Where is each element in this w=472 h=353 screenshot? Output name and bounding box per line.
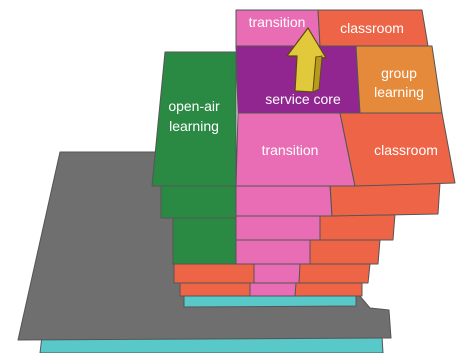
floor-strip-green-1	[172, 217, 237, 265]
label-transition-top: transition	[249, 14, 306, 30]
label-classroom-mid: classroom	[374, 142, 438, 158]
label-open-air-line2: learning	[169, 118, 219, 134]
floor-strip-red-5	[329, 182, 441, 217]
label-open-air-line1: open-air	[168, 98, 220, 114]
floor-strip-pink-1	[249, 282, 297, 297]
label-classroom-top: classroom	[340, 20, 404, 36]
floor-strip-green-2	[160, 183, 237, 219]
block-classroom-mid	[339, 112, 456, 187]
label-group-line1: group	[381, 65, 417, 81]
floor-strip-pink-4	[235, 215, 321, 241]
floor-strip-pink-5	[235, 185, 333, 217]
floor-strip-pink-2	[253, 263, 301, 284]
floor-strip-red-4	[319, 213, 396, 241]
label-group-line2: learning	[374, 84, 424, 100]
up-arrow-icon	[286, 27, 327, 93]
label-service-core: service core	[265, 91, 341, 107]
floor-strip-red-3	[309, 239, 381, 265]
floor-strip-pink-3	[235, 239, 311, 265]
label-transition-mid: transition	[262, 142, 319, 158]
